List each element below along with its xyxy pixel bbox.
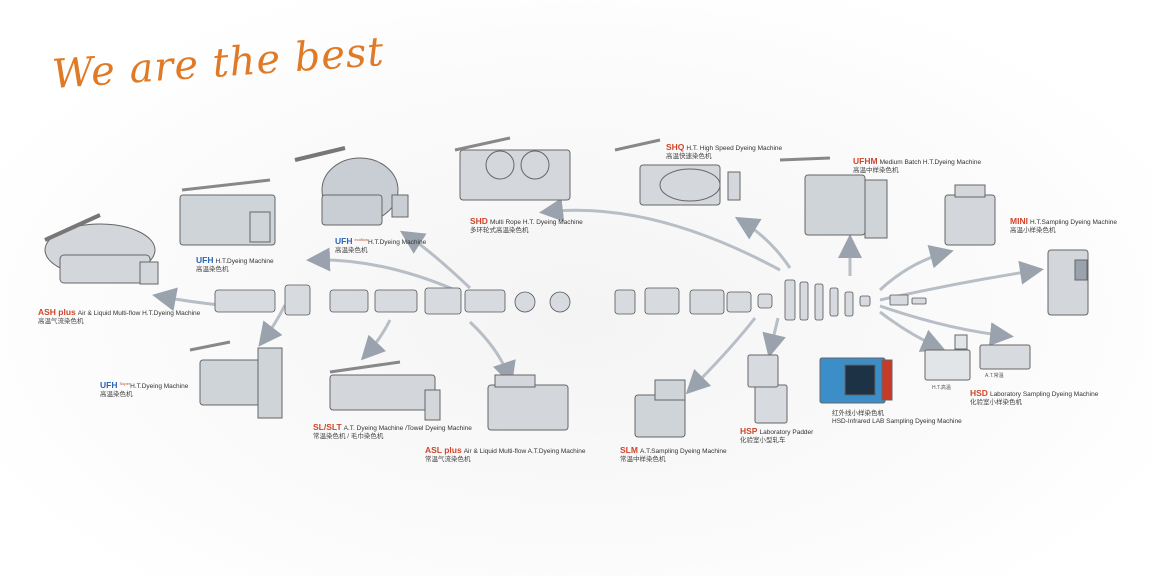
arrow-to-ash <box>152 287 221 312</box>
arrow-to-sl <box>360 319 392 361</box>
machine-illustrations <box>44 136 1089 438</box>
arrow-to-asl <box>468 320 516 386</box>
label-ht-small: H.T.高温 <box>932 385 951 391</box>
label-infrared: 红外线小样染色机 HSD-Infrared LAB Sampling Dyein… <box>832 410 962 425</box>
arrow-to-infrared <box>879 310 946 352</box>
machine-hsp <box>747 354 788 424</box>
arrow-to-hsd <box>879 304 1014 347</box>
machine-ash-plus <box>44 213 159 285</box>
arrow-to-ufh-ecoflow <box>399 230 472 290</box>
arrow-to-ufh-super <box>258 304 287 347</box>
central-machine-row <box>214 279 927 321</box>
machine-infrared <box>819 357 893 404</box>
machine-sl-slt <box>329 360 441 421</box>
machine-ufhm <box>779 156 888 239</box>
arrow-to-mini <box>878 244 954 292</box>
arrow-to-ufh <box>306 247 456 292</box>
machine-ufh-super <box>189 340 283 419</box>
machine-shq <box>614 138 741 206</box>
machine-asl-plus <box>487 374 569 431</box>
arrow-to-hsp <box>762 317 786 358</box>
machine-shd <box>454 136 571 201</box>
arrow-to-slm <box>685 317 757 395</box>
arrow-to-shd <box>539 198 781 272</box>
machine-ufh-ecoflow <box>294 146 409 226</box>
machine-ht-bath <box>924 334 971 381</box>
machine-slm <box>634 379 686 438</box>
machine-mini <box>944 184 996 246</box>
machine-hsd <box>979 344 1031 370</box>
label-at-small: A.T.常温 <box>985 373 1004 379</box>
machine-right-tall <box>1047 249 1089 316</box>
machine-ufh <box>179 178 276 246</box>
arrow-to-shq <box>734 216 792 269</box>
